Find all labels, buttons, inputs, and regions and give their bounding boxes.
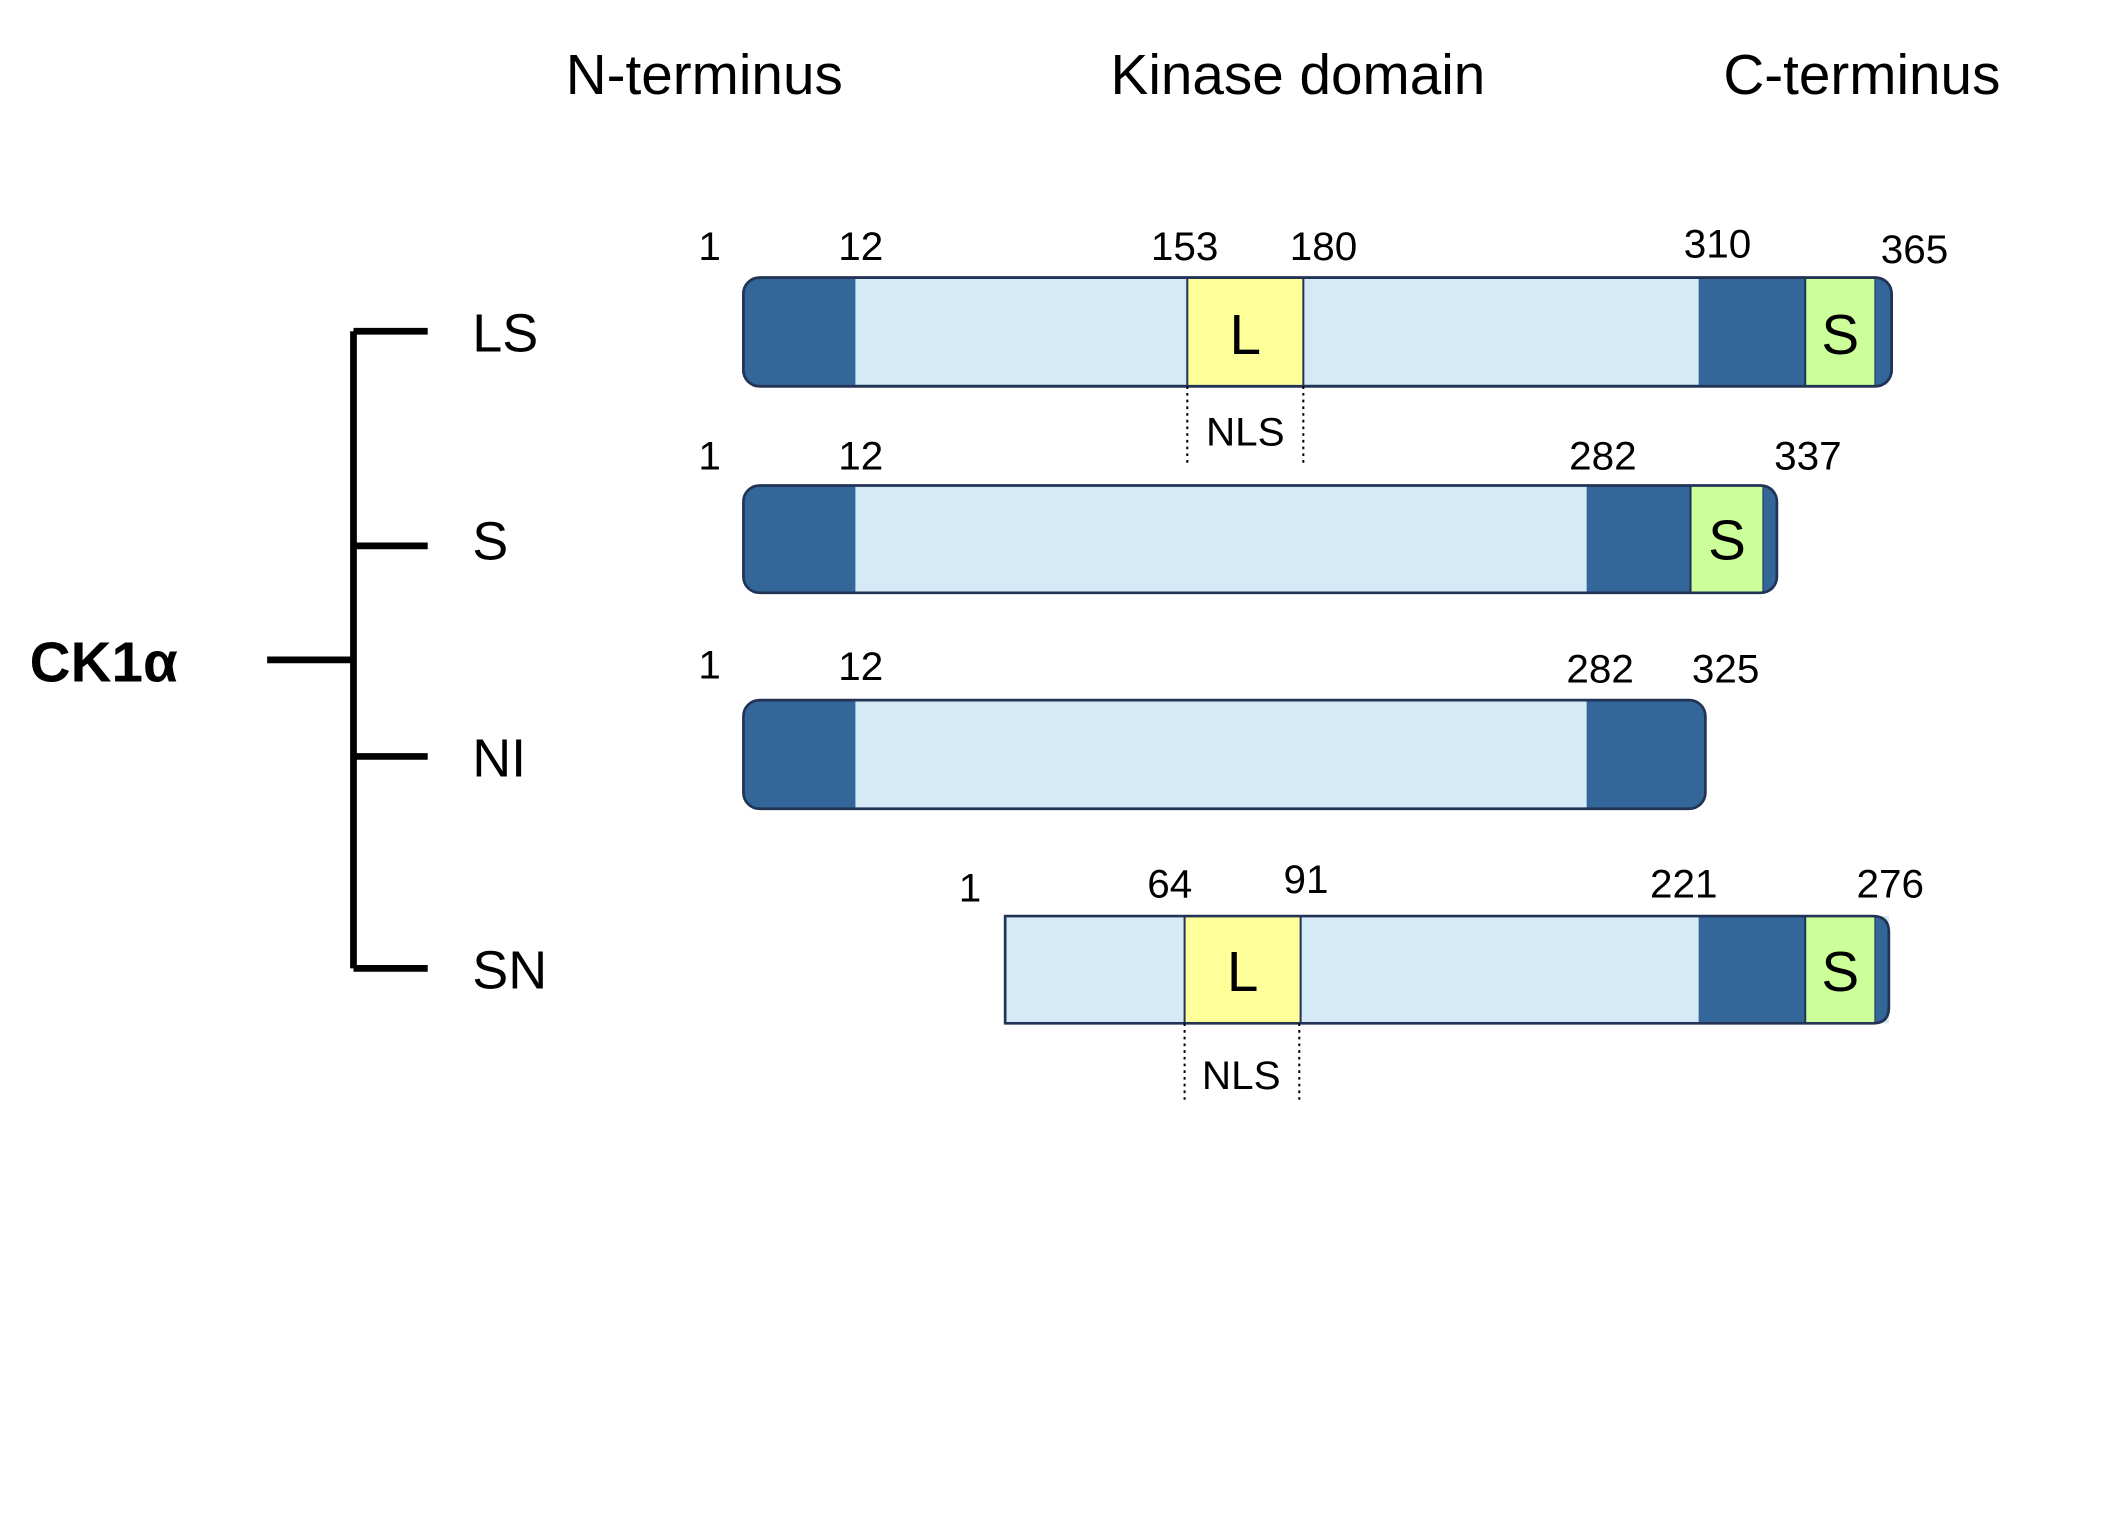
- ls-pos-label: 1: [698, 223, 721, 269]
- ni-pos-label: 325: [1692, 646, 1760, 692]
- ni-pos-label: 1: [698, 642, 721, 688]
- ls-insert-l: [1186, 276, 1305, 388]
- s-pos-label: 282: [1569, 433, 1637, 479]
- isoform-tree: [267, 327, 428, 972]
- isoform-name-sn: SN: [472, 941, 547, 1001]
- ls-c-tail: [1875, 277, 1892, 387]
- s-c-terminal-domain: [1586, 485, 1692, 593]
- ni-outline: [743, 700, 1706, 809]
- sn-c-tail: [1875, 916, 1889, 1024]
- sn-nls-label: NLS: [1202, 1052, 1281, 1098]
- s-pos-label: 337: [1774, 433, 1842, 479]
- sn-pos-label: 276: [1856, 860, 1924, 906]
- isoform-name-ls: LS: [472, 304, 538, 364]
- s-pos-label: 1: [698, 433, 721, 479]
- sn-pos-label: 64: [1147, 860, 1192, 906]
- ni-pos-label: 12: [838, 643, 883, 689]
- ls-pos-label: 310: [1684, 221, 1752, 267]
- header-kinase-domain: Kinase domain: [1111, 43, 1486, 106]
- ni-n-terminal-domain: [743, 700, 856, 809]
- s-border: [742, 484, 1779, 595]
- ls-pos-label: 180: [1290, 223, 1358, 269]
- sn-pos-label: 221: [1650, 860, 1718, 906]
- isoform-name-s: S: [472, 511, 508, 571]
- header-n-terminus: N-terminus: [566, 43, 843, 106]
- sn-insert-l-label: L: [1227, 940, 1259, 1003]
- isoform-name-ni: NI: [472, 729, 526, 789]
- diagram-canvas: N-terminus Kinase domain C-terminus CK1α…: [30, 43, 2000, 1103]
- ls-c-terminal-domain: [1698, 277, 1807, 387]
- s-outline: [743, 485, 1777, 593]
- s-pos-label: 12: [838, 433, 883, 479]
- ls-pos-label: 153: [1151, 223, 1219, 269]
- ls-pos-label: 365: [1881, 226, 1949, 272]
- ls-insert-s-label: S: [1821, 303, 1859, 366]
- ni-pos-label: 282: [1566, 646, 1634, 692]
- isoform-bar-ni: 1 12 282 325: [698, 642, 1760, 811]
- sn-insert-l: [1183, 915, 1302, 1025]
- ls-n-terminal-domain: [743, 277, 856, 387]
- ls-nls-label: NLS: [1206, 408, 1285, 454]
- sn-c-terminal-domain: [1698, 916, 1807, 1024]
- isoform-bar-s: S 1 12 282 337: [698, 433, 1842, 595]
- sn-pos-label: 91: [1284, 856, 1329, 902]
- sn-insert-s-label: S: [1821, 940, 1859, 1003]
- s-n-terminal-domain: [743, 485, 856, 593]
- sn-border: [1003, 914, 1891, 1025]
- isoform-bar-sn: L S NLS 1 64 91 221 276: [959, 856, 1924, 1103]
- ni-border: [742, 698, 1707, 811]
- ni-c-terminal-domain: [1586, 700, 1706, 809]
- header-c-terminus: C-terminus: [1723, 43, 2000, 106]
- root-label-ck1a: CK1α: [30, 630, 178, 693]
- s-c-tail: [1763, 485, 1777, 593]
- ls-insert-l-label: L: [1230, 303, 1262, 366]
- ls-border: [742, 276, 1893, 388]
- s-insert-s-label: S: [1708, 508, 1746, 571]
- ls-pos-label: 12: [838, 223, 883, 269]
- isoform-bar-ls: L S NLS 1 12 153 180 310 365: [698, 221, 1949, 465]
- sn-pos-label: 1: [959, 864, 982, 910]
